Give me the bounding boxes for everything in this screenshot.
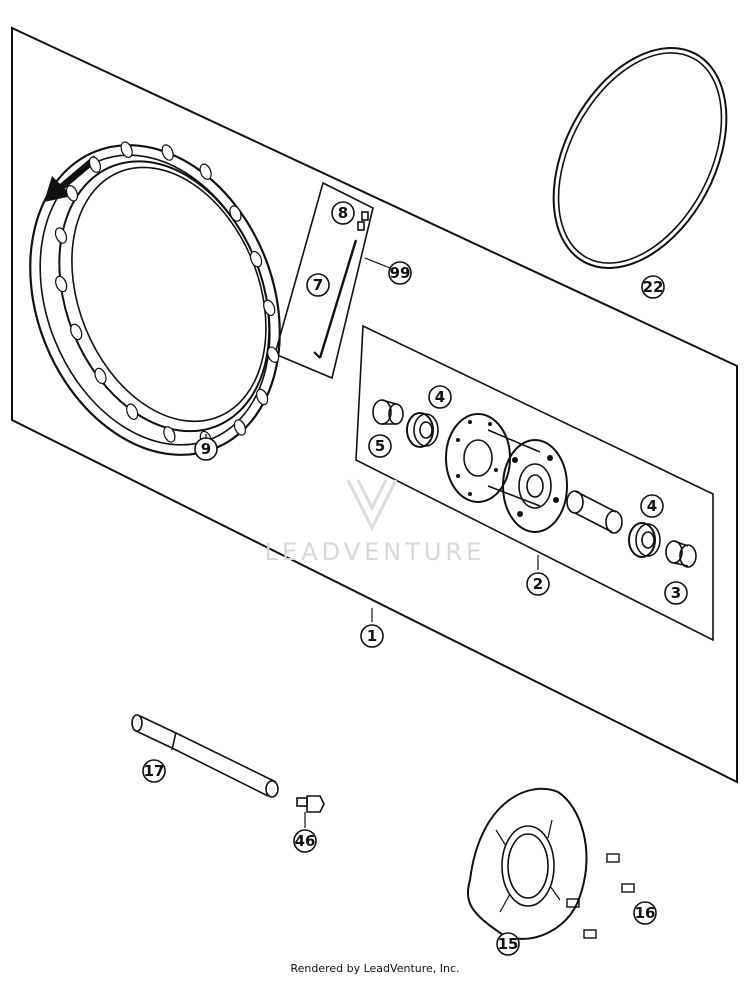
spoke-nipple-part: [357, 211, 369, 231]
svg-text:46: 46: [295, 832, 316, 850]
svg-text:8: 8: [338, 204, 348, 222]
bearing-part-4-right: [628, 522, 661, 558]
svg-text:1: 1: [367, 627, 377, 645]
callout-17: 17: [142, 759, 166, 783]
callout-4-left: 4: [428, 385, 452, 409]
render-credit: Rendered by LeadVenture, Inc.: [290, 962, 460, 975]
svg-text:16: 16: [635, 904, 656, 922]
wheel-assembly-panel: [11, 26, 738, 784]
spoke-part: [313, 239, 358, 359]
svg-text:22: 22: [643, 278, 664, 296]
svg-text:3: 3: [671, 584, 681, 602]
svg-text:4: 4: [647, 497, 657, 515]
svg-text:2: 2: [533, 575, 543, 593]
collar-bolt-part: [296, 795, 325, 813]
spacer-part-5: [372, 399, 404, 425]
callout-8: 8: [331, 201, 355, 225]
callout-9: 9: [194, 437, 218, 461]
callout-1: 1: [360, 624, 384, 648]
callout-3: 3: [664, 581, 688, 605]
callout-16: 16: [633, 901, 657, 925]
callout-2: 2: [526, 572, 550, 596]
spacer-part-3: [665, 540, 697, 568]
callout-46: 46: [293, 829, 317, 853]
callout-15: 15: [496, 932, 520, 956]
svg-text:15: 15: [498, 935, 519, 953]
svg-text:5: 5: [375, 437, 385, 455]
bearing-part-4-left: [406, 412, 439, 448]
callout-99: 99: [388, 261, 412, 285]
watermark-text: LEADVENTURE: [265, 538, 486, 566]
rim-band-part: [552, 47, 728, 269]
watermark-logo: [346, 479, 398, 532]
svg-text:7: 7: [313, 276, 323, 294]
axle-part: [131, 714, 279, 798]
callout-4-right: 4: [640, 494, 664, 518]
leader-lines: [205, 257, 539, 828]
callout-5: 5: [368, 434, 392, 458]
svg-text:99: 99: [390, 264, 411, 282]
hub-part: [445, 413, 568, 533]
svg-text:17: 17: [144, 762, 165, 780]
hub-sleeve-part: [566, 490, 623, 534]
spoke-set-panel: [274, 181, 374, 380]
rim-part: [29, 141, 281, 456]
hub-assembly-panel: [355, 324, 714, 642]
svg-text:4: 4: [435, 388, 445, 406]
callout-7: 7: [306, 273, 330, 297]
disc-bolt-part: [566, 853, 635, 939]
svg-text:9: 9: [201, 440, 211, 458]
brake-disc-part: [466, 787, 588, 940]
callout-22: 22: [641, 275, 665, 299]
